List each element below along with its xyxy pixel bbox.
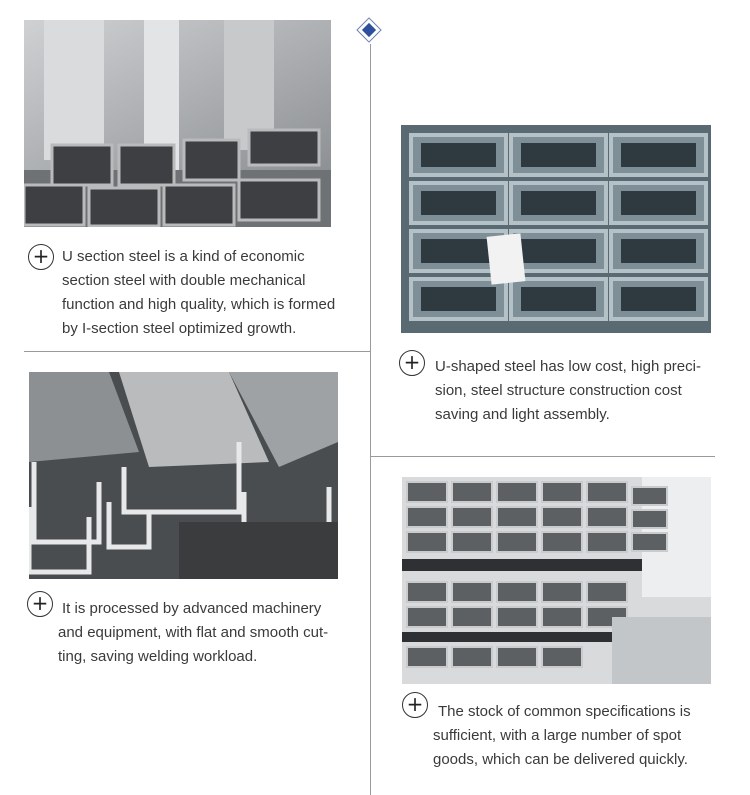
caption-4: The stock of common specifications is su… bbox=[433, 700, 733, 772]
caption-2: U-shaped steel has low cost, high preci-… bbox=[435, 355, 730, 427]
diamond-icon bbox=[356, 17, 382, 43]
center-divider bbox=[370, 44, 371, 795]
caption-line: The stock of common specifications is bbox=[438, 703, 691, 720]
caption-line: sion, steel structure construction cost bbox=[435, 382, 682, 399]
plus-circle-icon: + bbox=[27, 591, 53, 617]
caption-line: by I-section steel optimized growth. bbox=[62, 320, 297, 337]
caption-1: U section steel is a kind of economic se… bbox=[62, 245, 362, 341]
steel-channel-photo-3 bbox=[29, 372, 338, 579]
caption-line: It is processed by advanced machinery bbox=[62, 600, 322, 617]
steel-channel-photo-1 bbox=[24, 20, 331, 227]
caption-line: ting, saving welding workload. bbox=[58, 648, 258, 665]
caption-line: function and high quality, which is form… bbox=[62, 296, 336, 313]
plus-circle-icon: + bbox=[28, 244, 54, 270]
steel-channel-photo-4 bbox=[402, 477, 711, 684]
plus-circle-icon: + bbox=[399, 350, 425, 376]
steel-channel-photo-2 bbox=[401, 125, 711, 333]
left-divider bbox=[24, 351, 370, 352]
caption-line: saving and light assembly. bbox=[435, 406, 610, 423]
caption-line: U-shaped steel has low cost, high preci- bbox=[435, 358, 701, 375]
caption-line: U section steel is a kind of economic bbox=[62, 248, 305, 265]
plus-circle-icon: + bbox=[402, 692, 428, 718]
caption-3: It is processed by advanced machinery an… bbox=[58, 597, 363, 669]
caption-line: sufficient, with a large number of spot bbox=[433, 727, 682, 744]
caption-line: goods, which can be delivered quickly. bbox=[433, 751, 688, 768]
caption-line: section steel with double mechanical bbox=[62, 272, 306, 289]
caption-line: and equipment, with flat and smooth cut- bbox=[58, 624, 329, 641]
right-divider bbox=[370, 456, 715, 457]
